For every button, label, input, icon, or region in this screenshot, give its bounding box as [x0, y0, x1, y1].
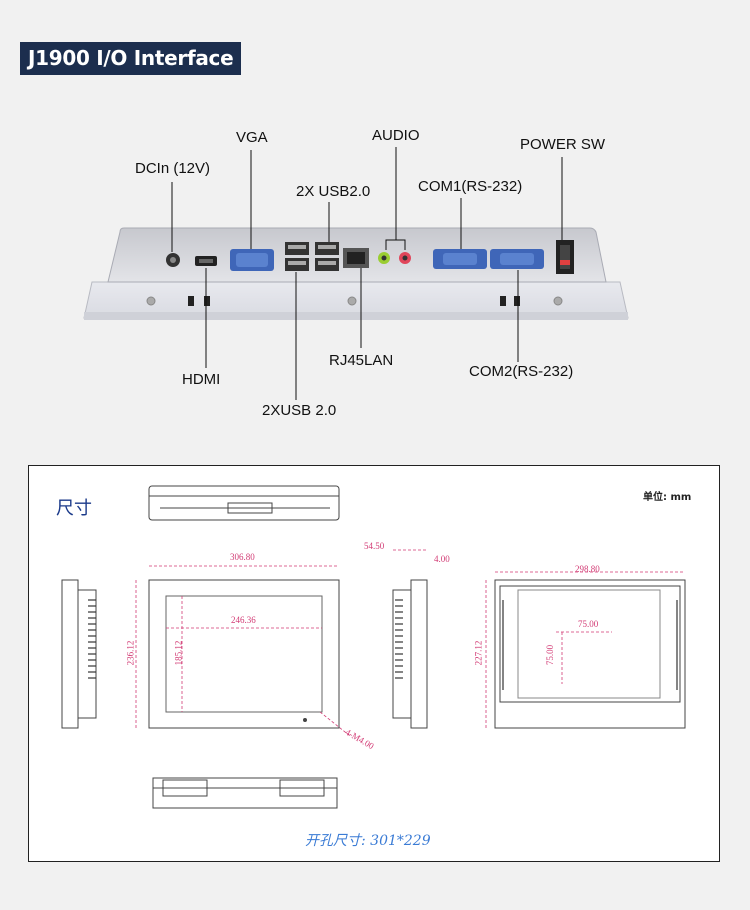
dim-back-height: 227.12 — [473, 640, 484, 666]
dim-front-width: 306.80 — [230, 552, 255, 562]
label-power-switch: POWER SW — [520, 136, 605, 153]
dim-depth: 54.50 — [364, 541, 385, 551]
label-usb-bottom: 2XUSB 2.0 — [262, 402, 337, 419]
dimension-drawing-panel — [28, 465, 720, 862]
cutout-size: 开孔尺寸: 301*229 — [305, 833, 431, 849]
label-usb-top: 2X USB2.0 — [296, 183, 371, 200]
label-com2: COM2(RS-232) — [469, 363, 574, 380]
dim-display-width: 246.36 — [231, 615, 256, 625]
dim-front-height: 236.12 — [125, 640, 136, 666]
label-dcin: DCIn (12V) — [135, 160, 211, 177]
dim-display-height: 185.12 — [173, 640, 184, 666]
device-back-illustration — [83, 147, 629, 400]
label-hdmi: HDMI — [182, 371, 221, 388]
unit-note: 单位: mm — [643, 492, 692, 503]
label-vga: VGA — [236, 129, 268, 146]
label-rj45: RJ45LAN — [329, 352, 394, 369]
dimension-heading: 尺寸 — [56, 498, 92, 519]
page-title: J1900 I/O Interface — [20, 42, 242, 75]
dim-back-width: 298.80 — [575, 564, 600, 574]
label-audio: AUDIO — [372, 127, 420, 144]
dim-bezel: 4.00 — [434, 554, 450, 564]
dim-vesa-vertical: 75.00 — [545, 644, 556, 666]
dim-vesa-horizontal: 75.00 — [578, 619, 599, 629]
label-com1: COM1(RS-232) — [418, 178, 523, 195]
